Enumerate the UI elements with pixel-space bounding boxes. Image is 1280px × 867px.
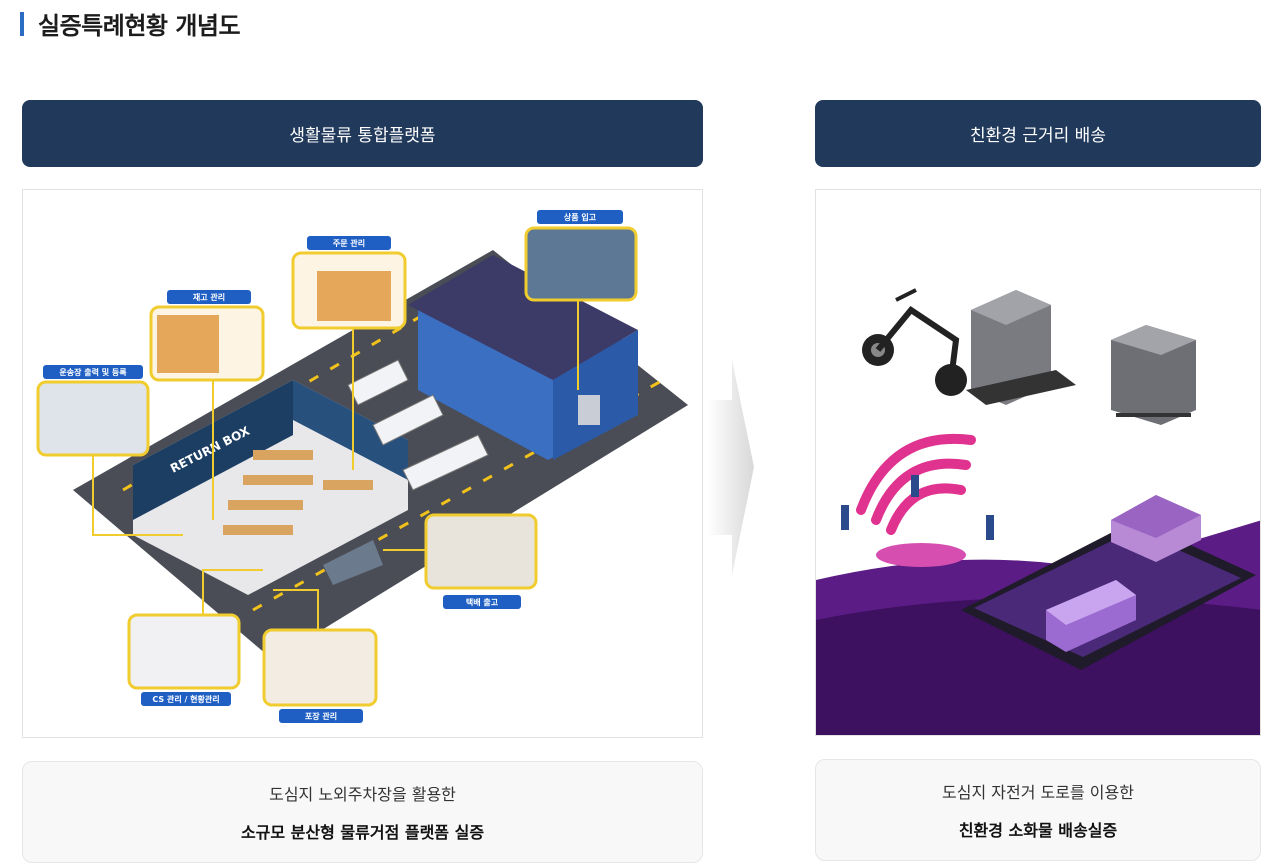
warehouse-on-phone xyxy=(1111,495,1201,562)
label-order: 주문 관리 xyxy=(333,238,365,248)
title-accent-bar xyxy=(20,11,24,36)
left-caption-line2: 소규모 분산형 물류거점 플랫폼 실증 xyxy=(240,823,485,842)
label-cs: CS 관리 / 현황관리 xyxy=(152,694,219,704)
callout-order: 주문 관리 xyxy=(291,236,407,330)
callout-inventory: 재고 관리 xyxy=(149,290,265,382)
label-packing: 포장 관리 xyxy=(305,711,337,721)
left-caption-line1: 도심지 노외주차장을 활용한 xyxy=(269,785,456,804)
label-waybill: 운송장 출력 및 등록 xyxy=(59,367,127,377)
label-inventory: 재고 관리 xyxy=(193,292,225,302)
logistics-platform-illustration: RETURN BOX xyxy=(22,189,703,738)
right-caption-box: 도심지 자전거 도로를 이용한 친환경 소화물 배송실증 xyxy=(815,759,1261,861)
page-title: 실증특례현황 개념도 xyxy=(38,12,241,40)
cargo-bike xyxy=(862,288,1076,405)
callout-inbound: 상품 입고 xyxy=(524,210,638,302)
delivery-trucks xyxy=(323,359,489,585)
page-title-group: 실증특례현황 개념도 xyxy=(20,6,241,41)
shelving-racks xyxy=(223,450,373,535)
flow-arrow-icon xyxy=(708,360,754,579)
right-caption-line1: 도심지 자전거 도로를 이용한 xyxy=(942,783,1134,802)
left-caption-box: 도심지 노외주차장을 활용한 소규모 분산형 물류거점 플랫폼 실증 xyxy=(22,761,703,863)
delivery-cart xyxy=(1111,325,1196,425)
callout-delivery: 택배 출고 xyxy=(424,513,538,609)
callout-packing: 포장 관리 xyxy=(262,628,378,723)
people-figures xyxy=(841,475,994,540)
platform-disc xyxy=(876,543,966,567)
callout-lines xyxy=(92,300,579,630)
callout-waybill: 운송장 출력 및 등록 xyxy=(36,365,150,457)
warehouse-building xyxy=(408,255,638,460)
left-column-header: 생활물류 통합플랫폼 xyxy=(22,100,703,167)
label-inbound: 상품 입고 xyxy=(564,212,597,222)
truck-on-phone xyxy=(1046,580,1136,652)
right-caption-line2: 친환경 소화물 배송실증 xyxy=(958,821,1118,840)
right-column-header: 친환경 근거리 배송 xyxy=(815,100,1261,167)
label-delivery: 택배 출고 xyxy=(466,597,499,607)
callout-cs: CS 관리 / 현황관리 xyxy=(127,613,241,706)
eco-delivery-illustration xyxy=(815,189,1261,736)
